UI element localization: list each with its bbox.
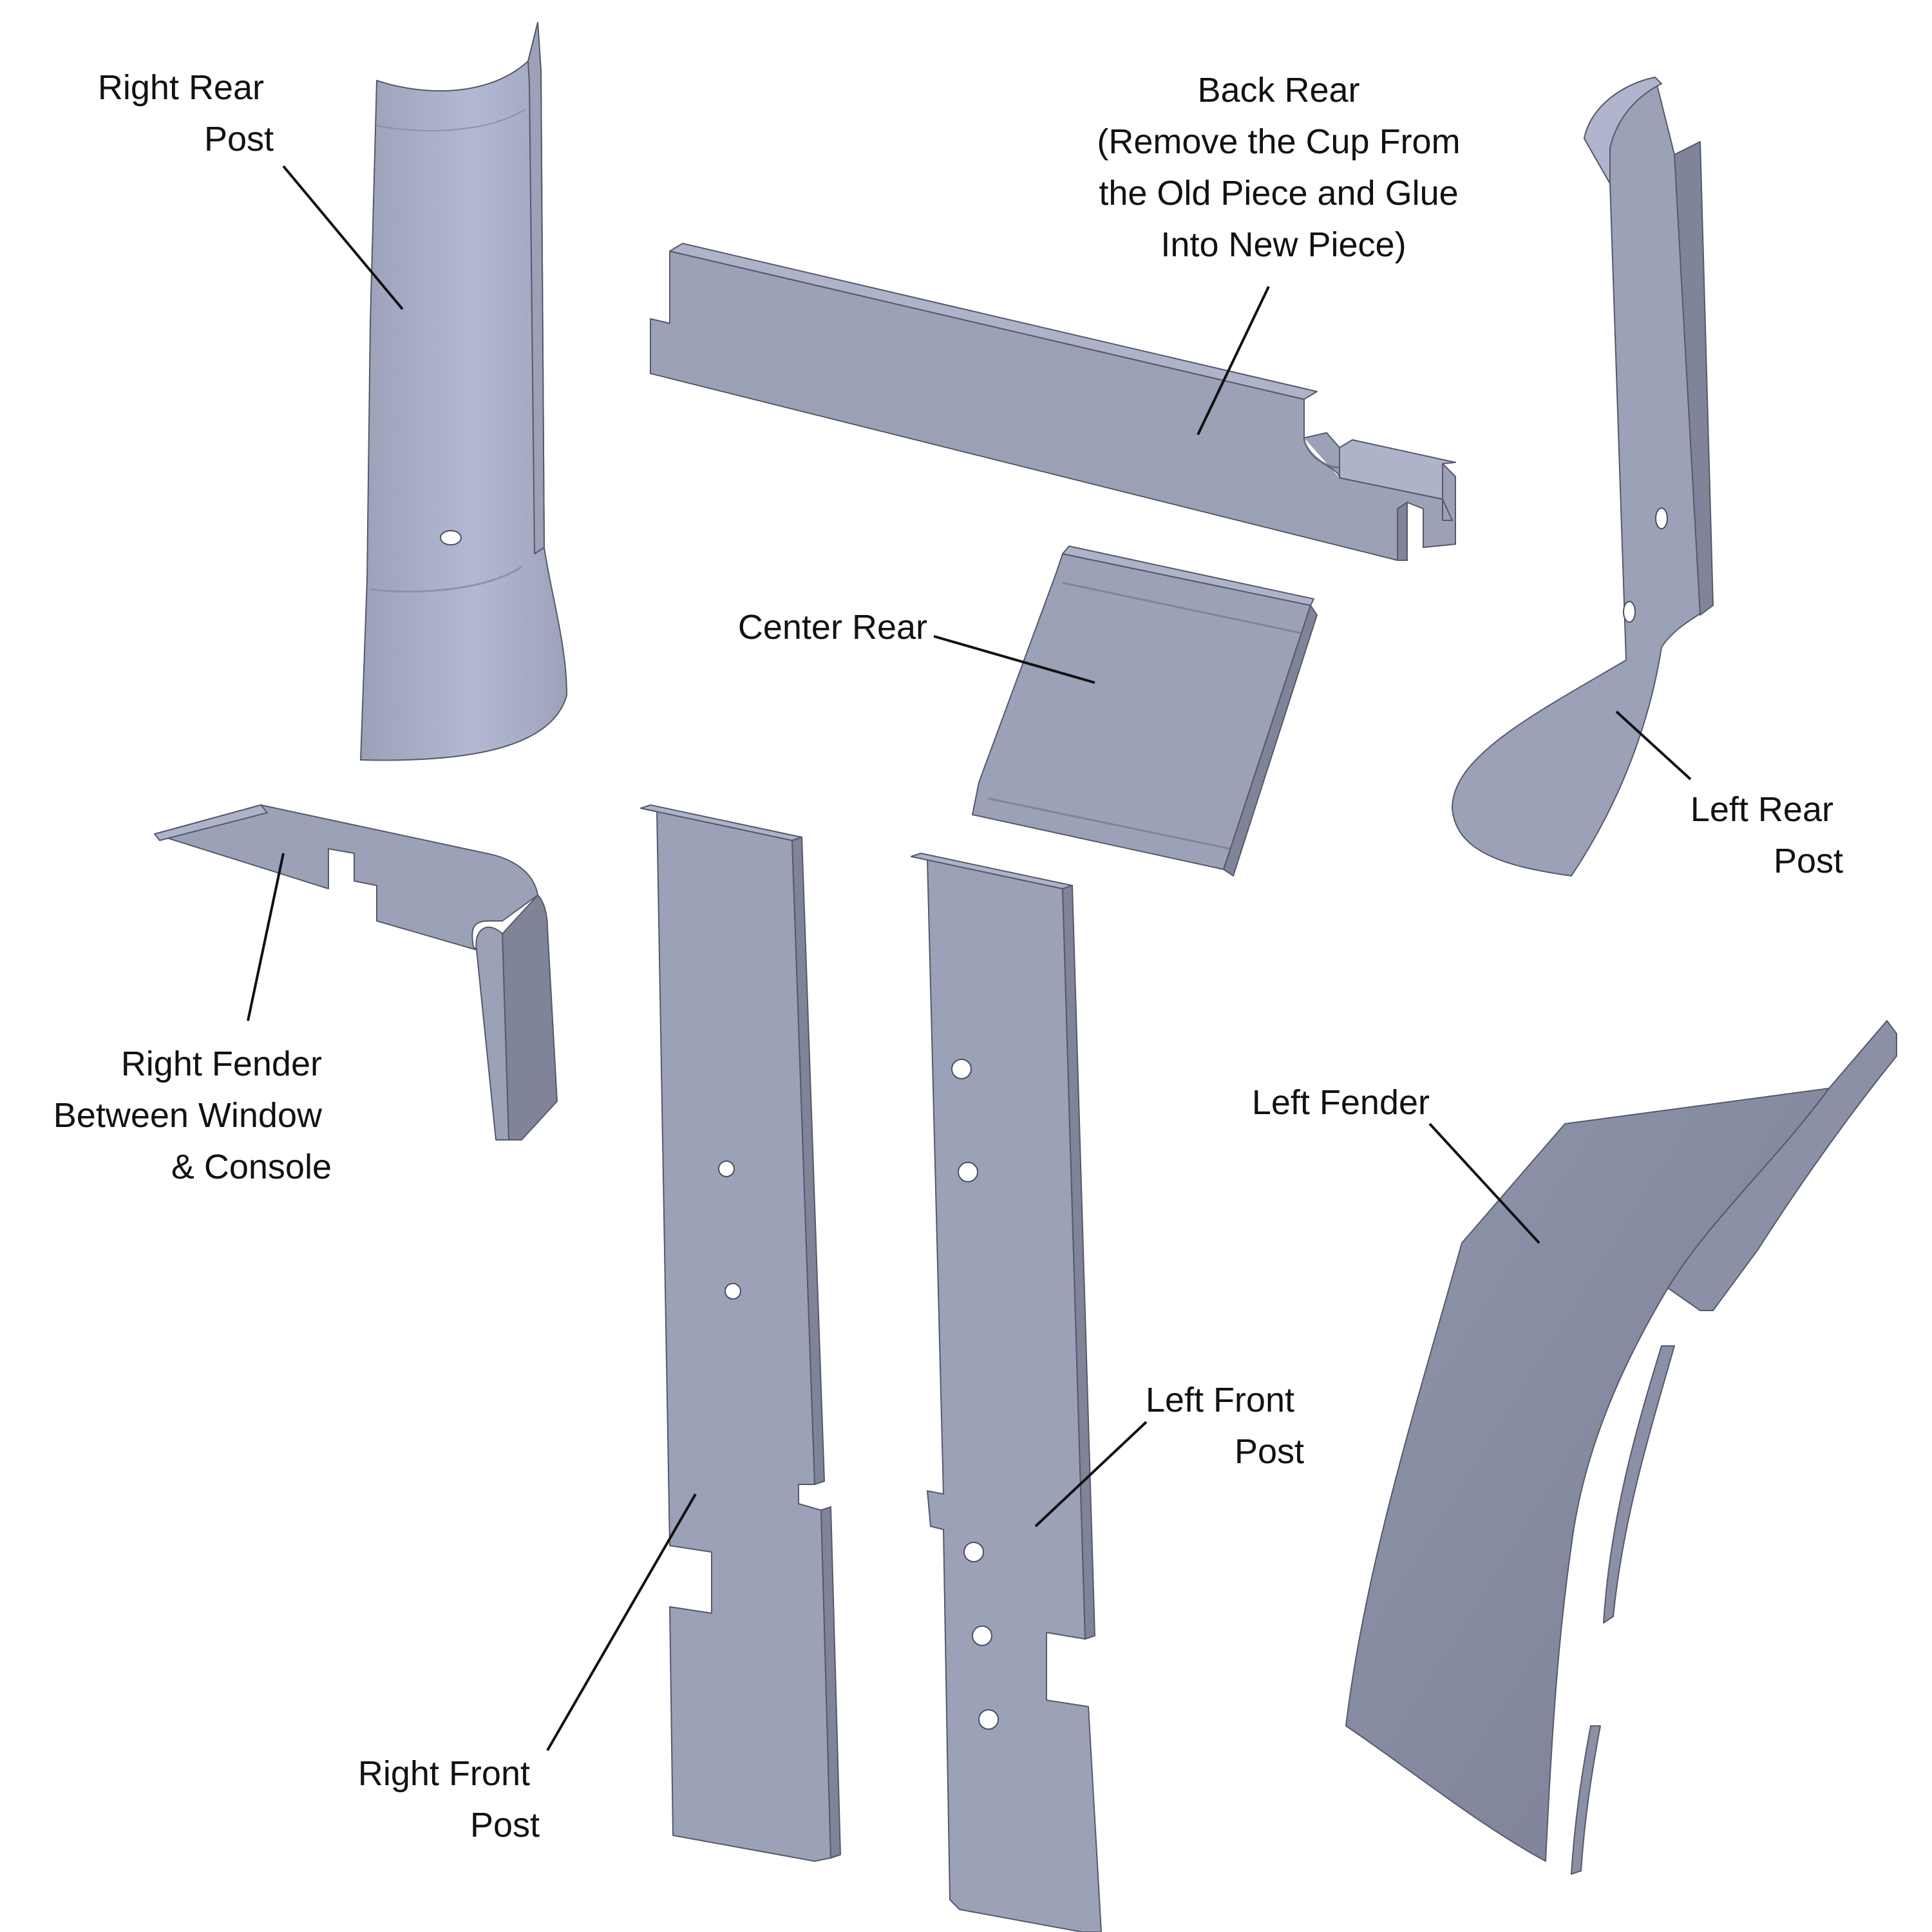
- part-center-rear: [972, 545, 1318, 876]
- label-right-rear-post: Right Rear Post: [98, 68, 274, 158]
- leader-left-fender: [1428, 1122, 1540, 1244]
- part-right-rear-post: [360, 22, 567, 761]
- part-left-fender: [1345, 1020, 1897, 1875]
- mounting-hole: [440, 530, 462, 545]
- label-right-front-post: Right Front Post: [358, 1754, 540, 1844]
- label-center-rear: Center Rear: [738, 608, 927, 647]
- part-left-rear-post: [1452, 77, 1714, 876]
- leader-right-fender: [247, 853, 285, 1021]
- label-left-fender: Left Fender: [1252, 1083, 1430, 1122]
- leader-right-rear-post: [282, 165, 404, 310]
- part-right-front-post: [640, 804, 841, 1862]
- label-back-rear: Back Rear (Remove the Cup From the Old P…: [1097, 71, 1470, 264]
- leader-left-front-post: [1034, 1421, 1148, 1528]
- leader-right-front-post: [546, 1493, 697, 1752]
- part-left-front-post: [911, 853, 1102, 1932]
- label-left-front-post: Left Front Post: [1146, 1381, 1304, 1471]
- part-right-fender: [154, 804, 558, 1141]
- label-left-rear-post: Left Rear Post: [1690, 790, 1843, 880]
- leader-center-rear: [933, 635, 1095, 684]
- leader-back-rear: [1197, 286, 1270, 435]
- part-back-rear: [650, 243, 1456, 561]
- leader-left-rear-post: [1615, 710, 1692, 781]
- label-right-fender: Right Fender Between Window & Console: [53, 1045, 332, 1186]
